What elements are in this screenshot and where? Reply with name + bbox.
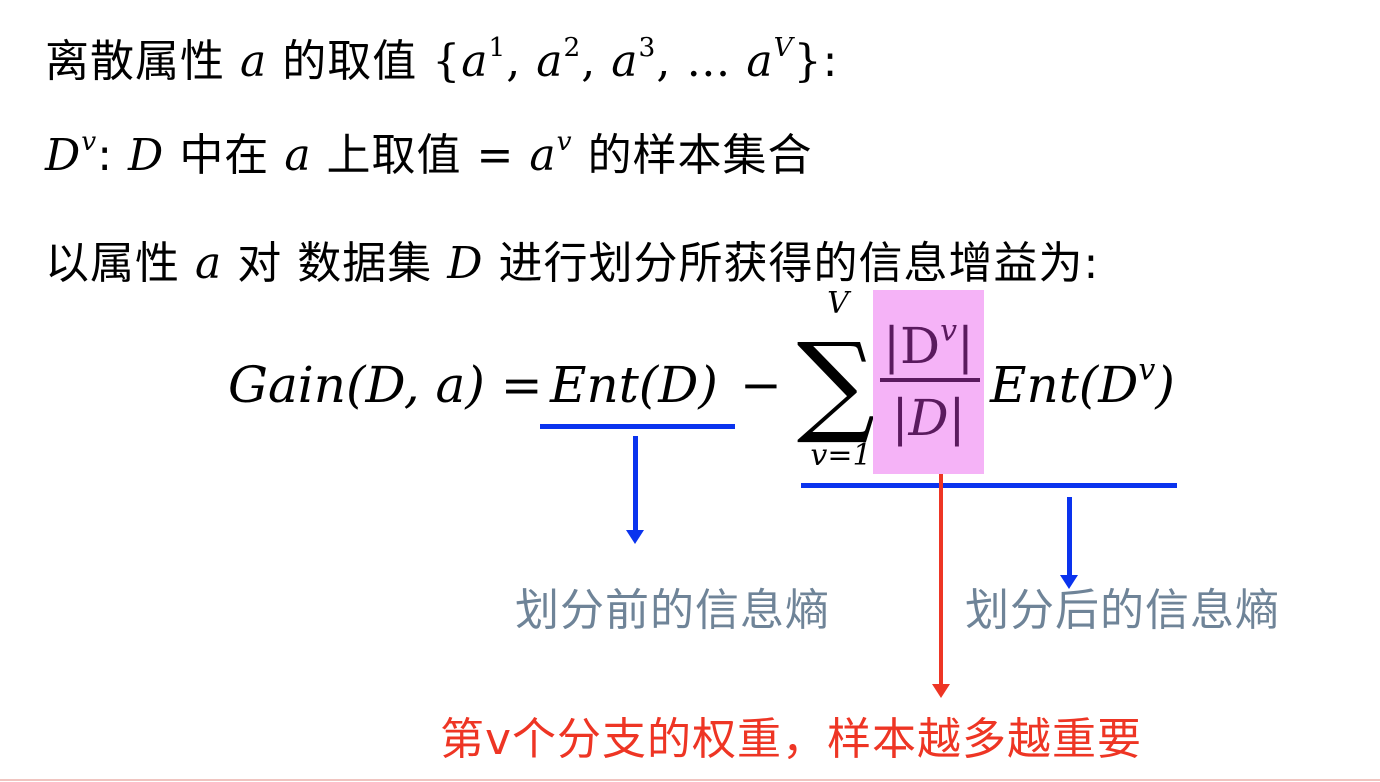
text: 对 数据集	[237, 238, 433, 289]
text: 的样本集合	[587, 130, 813, 181]
a3: a3	[611, 32, 657, 87]
colon: :	[822, 36, 839, 87]
sum-upper-limit: V	[827, 286, 849, 321]
definition-line-subset: Dv: D 中在 a 上取值 = av 的样本集合	[45, 128, 813, 184]
set-close: }	[793, 36, 823, 87]
arrow-down-icon	[932, 684, 950, 698]
set-open: {	[432, 36, 462, 87]
text: 离散属性	[45, 36, 225, 87]
slide-bottom-border	[0, 779, 1380, 781]
comma: ,	[506, 36, 522, 87]
formula-lhs: Gain(D, a) =	[228, 356, 543, 414]
fraction-highlight	[873, 290, 984, 474]
var-D: D	[447, 238, 484, 289]
arrow-down-icon	[626, 530, 644, 544]
ellipsis: …	[686, 36, 732, 87]
text: 的取值	[282, 36, 418, 87]
underline-ent-D	[540, 424, 735, 429]
var-a: a	[284, 130, 312, 181]
colon: :	[97, 130, 114, 181]
arrow-shaft-before	[633, 436, 638, 530]
formula-ent-D: Ent(D)	[550, 356, 718, 414]
arrow-shaft-after	[1067, 497, 1072, 577]
text: 中在	[179, 130, 270, 181]
text: 进行划分所获得的信息增益为:	[498, 238, 1100, 289]
var-a: a	[240, 36, 268, 87]
comma: ,	[656, 36, 672, 87]
text: 以属性	[45, 238, 180, 289]
underline-weighted-sum	[801, 483, 1177, 488]
fraction-bar	[880, 378, 980, 382]
text: 上取值 =	[326, 130, 515, 181]
arrow-shaft-weight	[939, 474, 943, 686]
fraction-denominator: |D|	[891, 389, 966, 447]
definition-line-attribute-values: 离散属性 a 的取值 {a1, a2, a3, … aV}:	[45, 34, 838, 90]
av: av	[529, 126, 573, 181]
formula-minus: −	[740, 356, 782, 414]
sum-lower-limit: v=1	[810, 438, 872, 473]
label-branch-weight: 第v个分支的权重，样本越多越重要	[440, 714, 1143, 765]
formula-ent-Dv: Ent(Dv)	[990, 352, 1175, 414]
label-entropy-before-split: 划分前的信息熵	[515, 585, 830, 636]
sigma-icon: ∑	[796, 319, 876, 447]
var-a: a	[195, 238, 223, 289]
definition-line-gain-intro: 以属性 a 对 数据集 D 进行划分所获得的信息增益为:	[45, 236, 1099, 292]
arrow-down-icon	[1060, 575, 1078, 589]
label-entropy-after-split: 划分后的信息熵	[965, 585, 1280, 636]
aV: aV	[746, 32, 794, 87]
a1: a1	[461, 32, 507, 87]
fraction-numerator: |Dv|	[883, 313, 974, 375]
Dv: Dv	[45, 126, 98, 181]
var-D: D	[128, 130, 165, 181]
comma: ,	[581, 36, 597, 87]
a2: a2	[536, 32, 582, 87]
